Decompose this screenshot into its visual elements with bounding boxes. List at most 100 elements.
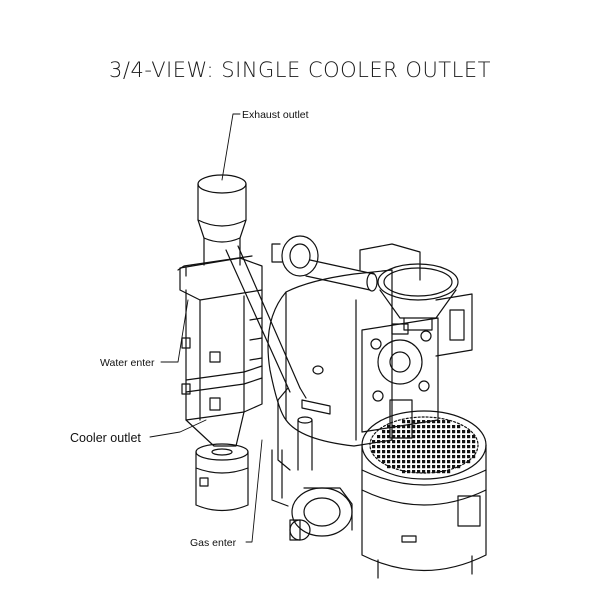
tray-perforation [397,455,401,459]
tray-perforation [472,435,476,439]
tray-perforation [422,470,426,474]
tray-perforation [402,435,406,439]
tray-perforation [407,420,411,424]
tray-perforation [417,465,421,469]
exhaust-outlet-label: Exhaust outlet [242,109,309,121]
tray-perforation [392,455,396,459]
tray-perforation [422,435,426,439]
cooler-leader [150,420,206,437]
tray-perforation [447,465,451,469]
tray-perforation [437,440,441,444]
tray-perforation [412,460,416,464]
tray-perforation [472,440,476,444]
front-faceplate [362,294,472,438]
tray-perforation [392,435,396,439]
tray-perforation [457,425,461,429]
tray-perforation [412,420,416,424]
tray-perforation [397,460,401,464]
cooler-tower [178,256,262,446]
tray-perforation [417,425,421,429]
tray-perforation [402,445,406,449]
tray-perforation [442,440,446,444]
tray-perforation [467,440,471,444]
tray-perforation [387,445,391,449]
tray-perforation [442,445,446,449]
tray-perforation [427,440,431,444]
tray-perforation [462,440,466,444]
tray-perforation [377,450,381,454]
tray-perforation [467,435,471,439]
tray-perforation [407,470,411,474]
tray-perforation [382,445,386,449]
exhaust-leader [222,114,240,180]
tray-perforation [412,445,416,449]
tray-perforation [382,460,386,464]
tray-perforation [422,465,426,469]
tray-perforation [402,455,406,459]
page-title: 3/4-VIEW: SINGLE COOLER OUTLET [109,58,491,82]
tray-perforation [447,450,451,454]
tray-perforation [442,465,446,469]
tray-perforation [422,430,426,434]
tray-perforation [457,445,461,449]
tray-perforation [412,435,416,439]
tray-perforation [392,440,396,444]
tray-perforation [372,440,376,444]
tray-perforation [377,435,381,439]
tray-perforation [447,470,451,474]
tray-perforation [437,420,441,424]
tray-perforation [377,440,381,444]
tray-perforation [417,435,421,439]
tray-perforation [407,445,411,449]
tray-perforation [432,435,436,439]
tray-perforation [447,425,451,429]
tray-perforation [467,450,471,454]
tray-perforation [417,470,421,474]
tray-perforation [447,430,451,434]
tray-perforation [427,460,431,464]
tray-perforation [447,440,451,444]
tray-perforation [412,470,416,474]
leader-lines [150,114,262,542]
tray-perforation [442,450,446,454]
tray-perforation [407,465,411,469]
tray-perforation [402,430,406,434]
tray-perforation [402,440,406,444]
exhaust-duct [226,246,312,506]
tray-perforation [472,450,476,454]
tray-perforation [402,470,406,474]
tray-perforation [417,450,421,454]
gas-leader [246,440,262,542]
tray-perforation [387,435,391,439]
tray-perforation [447,445,451,449]
tray-perforation [432,455,436,459]
tray-perforation [412,455,416,459]
tray-perforation [432,470,436,474]
tray-perforation [427,450,431,454]
tray-perforation [447,460,451,464]
tray-perforation [387,455,391,459]
tray-perforation [387,425,391,429]
tray-perforation [457,460,461,464]
tray-perforation [442,470,446,474]
tray-perforation [392,445,396,449]
bean-hopper [378,264,458,330]
tray-perforation [407,460,411,464]
tray-perforation [417,455,421,459]
tray-perforation [457,435,461,439]
tray-perforation [457,450,461,454]
tray-perforation [392,425,396,429]
tray-perforation [432,430,436,434]
tray-perforation [372,445,376,449]
tray-perforation [427,430,431,434]
tray-perforation [427,465,431,469]
tray-perforation [397,425,401,429]
tray-perforation [467,460,471,464]
tray-perforation [422,460,426,464]
tray-perforation [432,460,436,464]
tray-perforation [417,440,421,444]
tray-perforation [452,460,456,464]
cooler-drum [196,444,248,511]
tray-perforation [422,420,426,424]
